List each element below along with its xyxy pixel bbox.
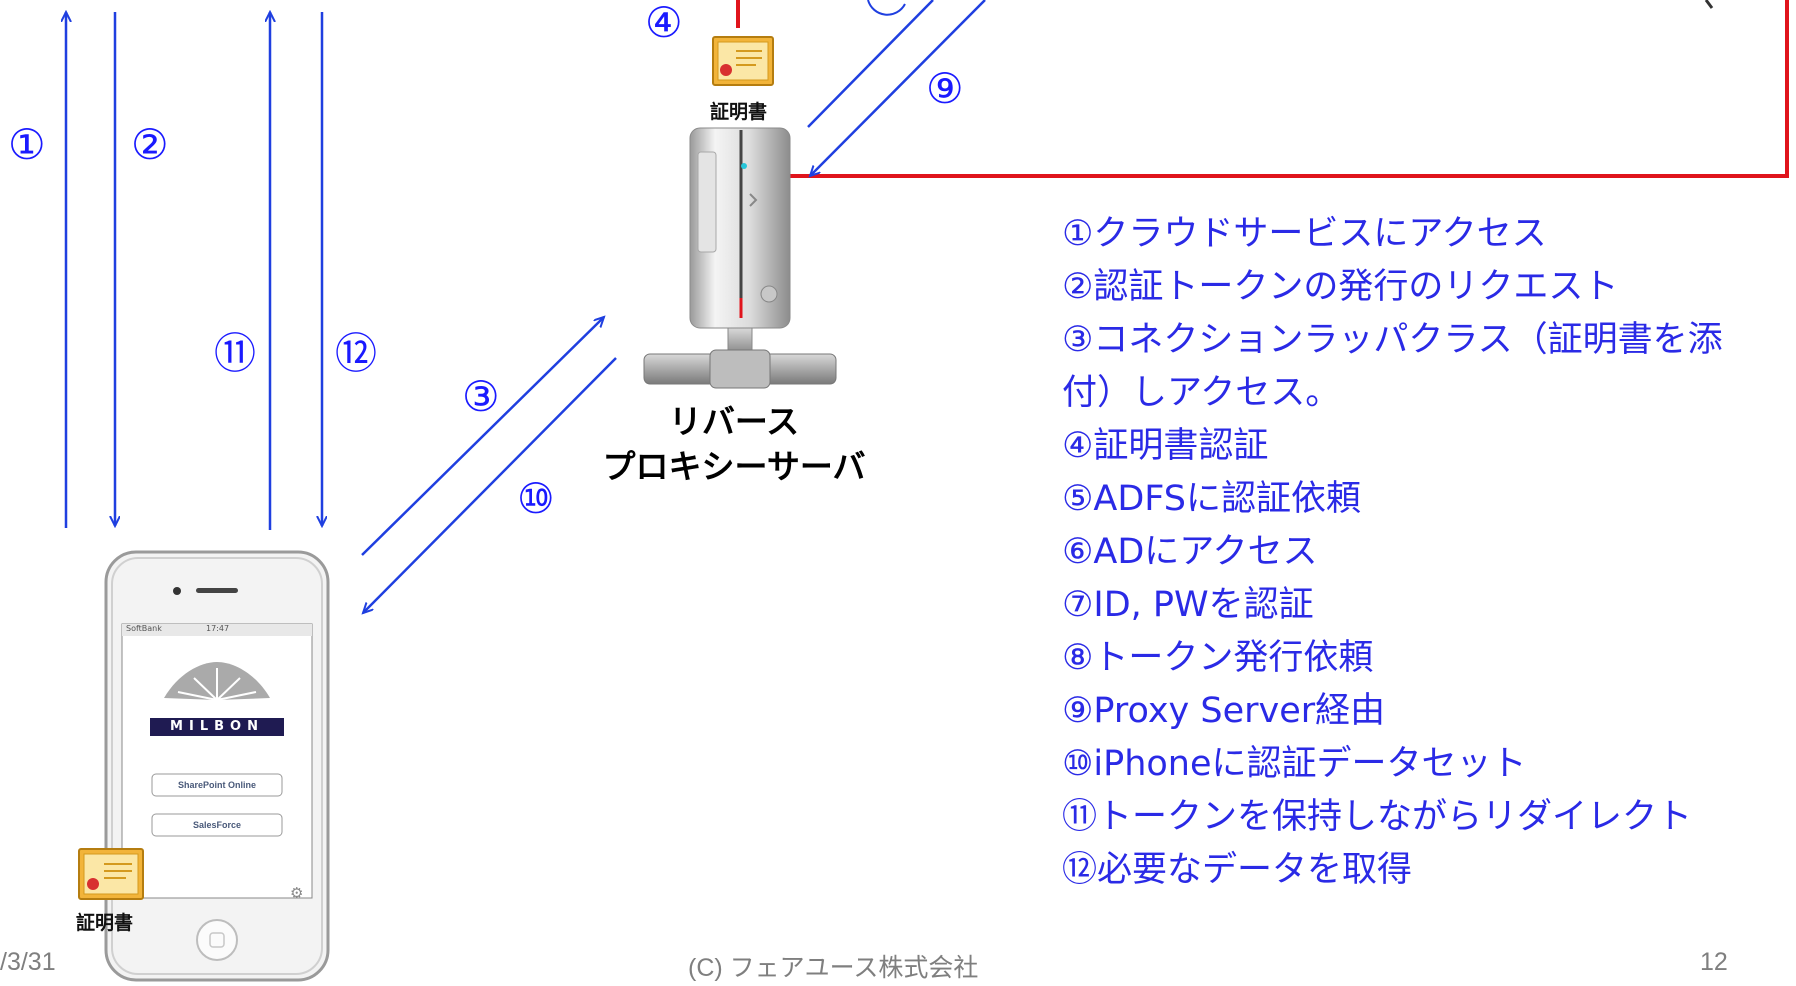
legend-item: ①クラウドサービスにアクセス <box>1062 214 1547 254</box>
legend-item: ④証明書認証 <box>1062 426 1269 466</box>
gear-icon[interactable]: ⚙ <box>290 884 304 902</box>
step-label-4: ④ <box>645 0 683 47</box>
legend-item: ⑥ADにアクセス <box>1062 532 1318 572</box>
arrow-step9 <box>810 0 986 176</box>
step-label-3: ③ <box>462 372 500 421</box>
milbon-logo: MILBON <box>170 719 264 734</box>
footer-date: /3/31 <box>0 948 56 976</box>
legend-item: ⑤ADFSに認証依頼 <box>1062 479 1362 519</box>
step-label-12: ⑫ <box>335 329 378 378</box>
step-label-11: ⑪ <box>214 329 257 378</box>
legend-item: ⑧トークン発行依頼 <box>1062 638 1374 678</box>
legend-item: ③コネクションラッパクラス（証明書を添 <box>1062 320 1723 360</box>
step-label-9: ⑨ <box>926 64 964 113</box>
smartphone-icon: SoftBank 17:47 MILBON SharePoint Online … <box>104 550 330 982</box>
step-label-2: ② <box>131 120 169 169</box>
legend-item: ⑦ID, PWを認証 <box>1062 585 1314 625</box>
phone-certificate-label: 証明書 <box>76 912 134 934</box>
server-tower-icon <box>640 122 840 400</box>
server-label: リバース プロキシーサーバ <box>574 400 894 489</box>
legend-item: ⑩iPhoneに認証データセット <box>1062 744 1527 784</box>
phone-status-carrier: SoftBank <box>126 624 162 633</box>
step-label-10: ⑩ <box>517 474 555 523</box>
server-certificate-label: 証明書 <box>710 101 768 123</box>
footer-copyright: (C) フェアユース株式会社 <box>688 954 979 982</box>
arrow-step10 <box>363 357 617 613</box>
step-legend-list: ①クラウドサービスにアクセス ②認証トークンの発行のリクエスト ③コネクションラ… <box>1062 208 1742 897</box>
arrow-step8 <box>807 0 934 128</box>
server-label-line2: プロキシーサーバ <box>602 446 866 486</box>
legend-item: ⑪トークンを保持しながらリダイレクト <box>1062 797 1693 837</box>
server-label-line1: リバース <box>668 402 800 441</box>
phone-status-time: 17:47 <box>206 624 230 633</box>
legend-item: 付）しアクセス。 <box>1062 373 1341 413</box>
legend-item: ⑨Proxy Server経由 <box>1062 691 1386 731</box>
certificate-icon <box>712 36 774 86</box>
footer-page-number: 12 <box>1700 948 1728 976</box>
salesforce-button[interactable]: SalesForce <box>192 820 242 830</box>
phone-certificate-icon <box>78 848 144 900</box>
legend-item: ⑫必要なデータを取得 <box>1062 850 1413 890</box>
step-marker-partial <box>867 0 906 16</box>
sharepoint-online-button[interactable]: SharePoint Online <box>177 780 256 790</box>
partial-line-top-right <box>1704 0 1714 9</box>
arrow-step3 <box>361 317 604 556</box>
legend-item: ②認証トークンの発行のリクエスト <box>1062 267 1619 307</box>
step-label-1: ① <box>8 120 46 169</box>
connector-line-right <box>790 0 1789 178</box>
